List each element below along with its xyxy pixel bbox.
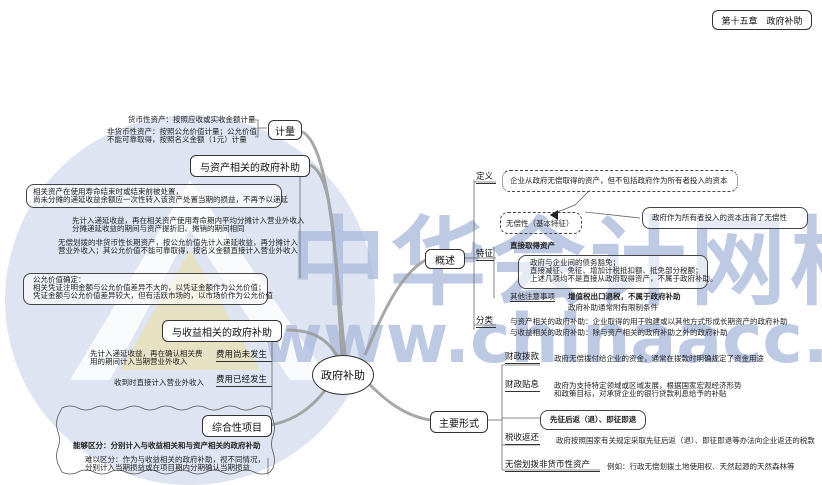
form-text-4: 例如：行政无偿划拨土地使用权、天然起源的天然森林等 bbox=[607, 462, 795, 471]
comprehensive-item-3: 分别计入当期损益或在项目期内分期确认当期损益 bbox=[85, 463, 250, 472]
direct-callout bbox=[518, 255, 708, 289]
callout-fair-value bbox=[23, 273, 268, 305]
fair-value-line-2: 相关凭证注明金额与公允价值差异不大的，以凭证金额作为公允价值； bbox=[33, 283, 266, 292]
gratuitous-note-callout bbox=[642, 207, 808, 229]
node-income-related-label: 与收益相关的政府补助 bbox=[172, 327, 272, 339]
chapter-label: 第十五章 政府补助 bbox=[712, 10, 812, 30]
comprehensive-item-2: 难以区分：作为与收益相关的政府补助，视不同情况， bbox=[85, 455, 265, 464]
tax-refund-callout bbox=[540, 410, 646, 430]
not-incurred-text-2: 用的期间计入当期营业外收入 bbox=[90, 357, 188, 366]
form-text-2a: 政府为支持特定领域或区域发展，根据国家宏观经济形势 bbox=[554, 381, 742, 390]
direct-line-3: 上述几项均不是直接从政府取得资产，不属于政府补助。 bbox=[530, 274, 718, 283]
features-label[interactable]: 特征 bbox=[476, 249, 494, 261]
measurement-item-3: 不能可靠取得，按照名义金额（1元）计量 bbox=[107, 135, 247, 144]
node-income-related[interactable]: 与收益相关的政府补助 bbox=[162, 320, 282, 342]
disposal-line-2: 尚未分摊的递延收益余额应一次性转入该资产处置当期的损益，不再予以递延 bbox=[33, 195, 288, 204]
form-label-4[interactable]: 无偿划拨非货币性资产 bbox=[505, 460, 600, 472]
node-main-forms-label: 主要形式 bbox=[439, 418, 479, 430]
center-node-label: 政府补助 bbox=[321, 369, 365, 382]
definition-callout bbox=[502, 170, 738, 192]
node-overview[interactable]: 概述 bbox=[425, 249, 465, 269]
gratuitous-box bbox=[500, 212, 582, 234]
node-comprehensive-label: 综合性项目 bbox=[212, 422, 262, 434]
disposal-line-1: 相关资产在使用寿命结束时或结束前被处置， bbox=[33, 187, 183, 196]
classification-item-2: 与收益相关的政府补助：除与资产相关的政府补助之外的政府补助 bbox=[510, 328, 728, 337]
asset-item2-line-2: 营业外收入；其公允价值不能可靠取得，按名义金额直接计入营业外收入 bbox=[58, 246, 298, 255]
node-measurement-label: 计量 bbox=[275, 126, 295, 138]
form-text-2b: 和政策目标，对承贷企业的银行贷款利息给予的补贴 bbox=[554, 389, 727, 398]
direct-line-2: 直接减征、免征、增加计税抵扣额、抵免部分税额； bbox=[530, 266, 703, 275]
form-text-3: 政府按照国家有关规定采取先征后返（退）、即征即退等办法向企业返还的税款 bbox=[556, 436, 815, 445]
measurement-item-2: 非货币性资产：按照公允价值计量；公允价值 bbox=[107, 127, 257, 136]
tax-refund-callout-text: 先征后返（退）、即征即退 bbox=[550, 415, 637, 424]
incurred-text: 收到时直接计入营业外收入 bbox=[114, 378, 204, 387]
other-note-2: 政府补助通常附有限制条件 bbox=[568, 303, 658, 312]
node-asset-related-label: 与资产相关的政府补助 bbox=[200, 162, 300, 174]
fair-value-line-3: 凭证金额与公允价值差异较大，但有活跃市场的，以市场价作为公允价值 bbox=[33, 291, 273, 300]
center-node[interactable]: 政府补助 bbox=[312, 355, 374, 395]
classification-item-1: 与资产相关的政府补助：企业取得的用于购建或以其他方式形成长期资产的政府补助 bbox=[510, 317, 788, 326]
chapter-label-text: 第十五章 政府补助 bbox=[721, 16, 803, 27]
comprehensive-item-1: 能够区分：分别计入与收益相关和与资产相关的政府补助 bbox=[73, 441, 261, 450]
definition-label[interactable]: 定义 bbox=[476, 172, 496, 184]
incurred-label[interactable]: 费用已经发生 bbox=[216, 375, 272, 387]
form-label-1[interactable]: 财政拨款 bbox=[505, 352, 540, 364]
asset-item1-line-1: 先计入递延收益，再在相关资产使用寿命期内平均分摊计入营业外收入 bbox=[72, 216, 305, 225]
asset-item2-line-1: 无偿划拨的非货币性长期资产，按公允价值先计入递延收益，再分摊计入 bbox=[58, 238, 298, 247]
node-measurement[interactable]: 计量 bbox=[268, 120, 302, 140]
other-note-1: 增值税出口退税，不属于政府补助 bbox=[568, 292, 681, 301]
asset-item1-line-2: 分摊递延收益的期间与资产提折旧、摊销的期间相同 bbox=[72, 224, 245, 233]
node-main-forms[interactable]: 主要形式 bbox=[430, 411, 488, 433]
direct-label: 直接取得资产 bbox=[510, 241, 555, 250]
node-asset-related[interactable]: 与资产相关的政府补助 bbox=[190, 155, 310, 177]
measurement-item-1: 货币性资产：按照应收或实收金额计量 bbox=[128, 115, 256, 124]
node-comprehensive[interactable]: 综合性项目 bbox=[202, 415, 272, 437]
gratuitous-note-text: 政府作为所有者投入的资本违背了无偿性 bbox=[652, 213, 787, 222]
form-label-2[interactable]: 财政贴息 bbox=[505, 380, 540, 392]
fair-value-line-1: 公允价值确定： bbox=[33, 275, 86, 284]
callout-disposal bbox=[26, 184, 282, 208]
node-overview-label: 概述 bbox=[435, 255, 455, 267]
form-text-1: 政府无偿拨付给企业的资金，通常在拨款时明确规定了资金用途 bbox=[554, 354, 764, 363]
not-incurred-text-1: 先计入递延收益，再在确认相关费 bbox=[90, 349, 203, 358]
direct-line-1: 政府与企业间的债务豁免； bbox=[530, 258, 620, 267]
classification-label[interactable]: 分类 bbox=[476, 316, 496, 328]
definition-text: 企业从政府无偿取得的资产，但不包括政府作为所有者投入的资本 bbox=[510, 176, 728, 185]
not-incurred-label[interactable]: 费用尚未发生 bbox=[216, 350, 272, 362]
form-label-3[interactable]: 税收返还 bbox=[505, 433, 540, 445]
other-notes-label[interactable]: 其他注意事项 bbox=[510, 292, 555, 302]
gratuitous-text: 无偿性（基本特征） bbox=[506, 219, 574, 228]
